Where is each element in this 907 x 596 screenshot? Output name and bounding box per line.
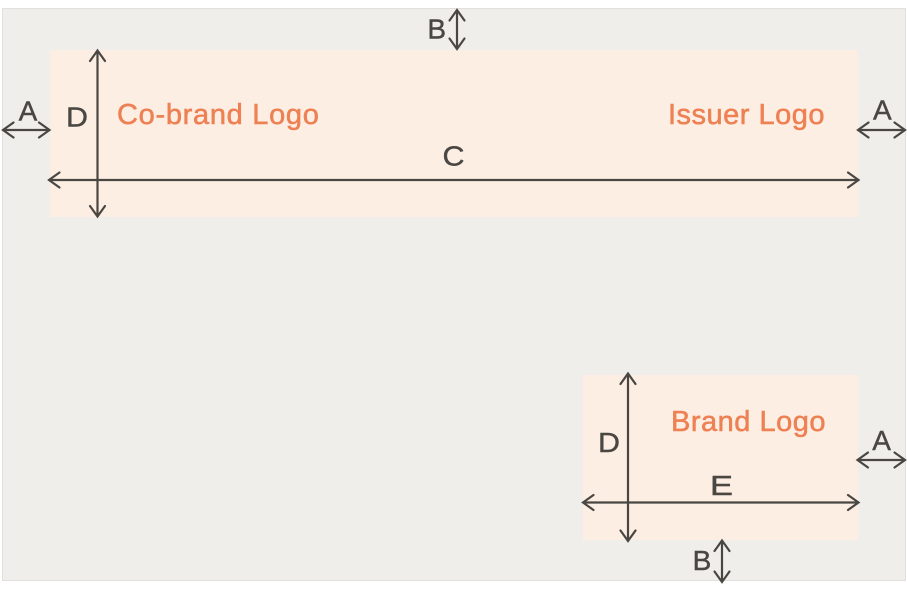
svg-text:A: A <box>872 425 891 456</box>
svg-text:D: D <box>66 102 88 133</box>
svg-text:A: A <box>19 96 38 127</box>
svg-text:D: D <box>598 427 620 458</box>
svg-text:Issuer Logo: Issuer Logo <box>668 99 825 131</box>
svg-text:E: E <box>710 470 733 501</box>
svg-text:C: C <box>443 141 465 172</box>
svg-text:A: A <box>873 95 892 126</box>
svg-text:B: B <box>427 14 446 45</box>
svg-text:Brand Logo: Brand Logo <box>671 406 826 438</box>
svg-text:Co-brand Logo: Co-brand Logo <box>117 99 320 131</box>
svg-text:B: B <box>693 545 712 576</box>
